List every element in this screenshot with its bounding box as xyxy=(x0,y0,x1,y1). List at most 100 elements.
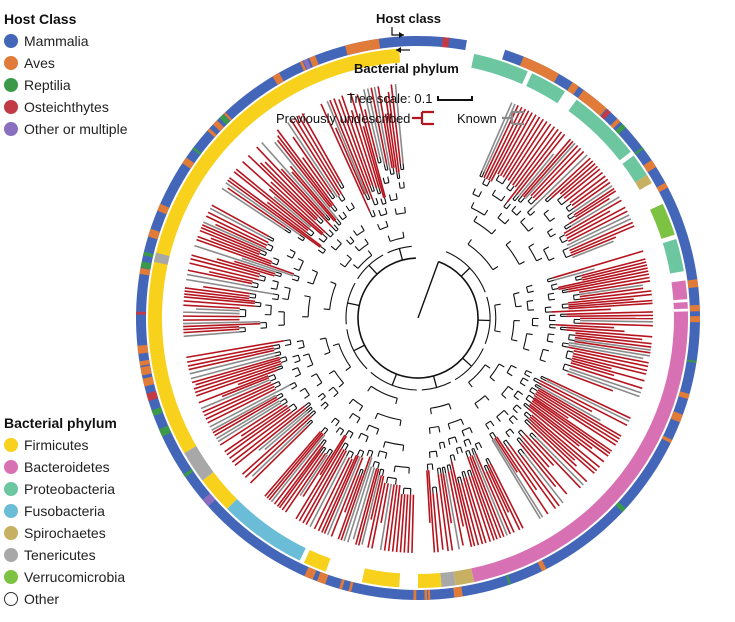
tree-internal-branch xyxy=(517,195,523,201)
tree-leaf-branch xyxy=(187,269,253,285)
tree-internal-branch xyxy=(348,413,354,419)
tree-leaf-branch xyxy=(521,436,550,468)
tree-leaf-branch xyxy=(568,298,634,306)
tree-leaf-branch xyxy=(411,494,415,553)
tree-leaf-branch xyxy=(320,103,371,212)
tree-leaf-branch xyxy=(321,454,358,533)
tree-leaf-branch xyxy=(298,447,343,522)
tree-internal-branch xyxy=(526,419,532,424)
host-ring-segment xyxy=(139,359,150,366)
tree-leaf-branch xyxy=(251,423,308,477)
tree-scale-bar xyxy=(437,96,473,101)
tree-internal-branch xyxy=(330,206,336,212)
host-ring-segment xyxy=(615,501,626,513)
tree-internal-branch xyxy=(299,387,306,392)
tree-internal-branch xyxy=(531,432,537,438)
tree-leaf-branch xyxy=(244,415,312,478)
tree-node-arc xyxy=(348,430,354,434)
phylum-ring-segment xyxy=(202,472,237,509)
tree-leaf-branch xyxy=(259,162,318,220)
tree-leaf-branch xyxy=(572,240,614,259)
tree-leaf-branch xyxy=(247,154,317,221)
tree-internal-branch xyxy=(565,254,572,259)
tree-node-arc xyxy=(494,305,497,331)
tree-internal-branch xyxy=(455,448,459,455)
host-ring-segment xyxy=(182,157,195,169)
tree-internal-branch xyxy=(270,378,277,382)
tree-clade-arc xyxy=(345,282,356,325)
tree-leaf-branch xyxy=(546,378,631,419)
tree-internal-branch xyxy=(485,459,489,466)
tree-node-arc xyxy=(512,293,517,307)
tree-clade-arc xyxy=(370,371,417,391)
tree-node-arc xyxy=(304,388,310,396)
tree-clade-branch xyxy=(353,344,365,352)
host-class-ring-label: Host class xyxy=(376,11,441,26)
phylum-ring-segment xyxy=(471,280,688,583)
tree-node-arc xyxy=(307,296,311,317)
host-ring-segment xyxy=(567,82,579,95)
tree-internal-branch xyxy=(526,284,533,288)
tree-internal-branch xyxy=(478,191,482,198)
tree-node-arc xyxy=(513,390,519,397)
tree-internal-branch xyxy=(274,274,281,278)
tree-internal-branch xyxy=(378,209,382,216)
tree-leaf-branch xyxy=(224,406,290,453)
tree-node-arc xyxy=(526,301,529,311)
tree-leaf-branch xyxy=(187,347,274,367)
tree-internal-branch xyxy=(483,465,488,472)
tree-internal-branch xyxy=(386,477,389,484)
tree-internal-branch xyxy=(443,442,446,449)
host-ring-segment xyxy=(309,55,319,68)
tree-internal-branch xyxy=(517,390,524,395)
tree-leaf-branch xyxy=(291,171,336,222)
tree-internal-branch xyxy=(428,427,431,434)
tree-node-arc xyxy=(312,272,319,285)
tree-internal-branch xyxy=(487,458,492,464)
host-ring-segment xyxy=(151,407,163,416)
tree-leaf-branch xyxy=(532,398,611,455)
tree-internal-branch xyxy=(382,177,386,184)
tree-leaf-branch xyxy=(216,258,275,277)
tree-leaf-branch xyxy=(496,436,549,515)
tree-leaf-branch xyxy=(338,99,371,187)
tree-internal-branch xyxy=(323,308,330,311)
tree-leaf-branch xyxy=(579,284,643,296)
tree-leaf-branch xyxy=(349,92,380,188)
tree-leaf-branch xyxy=(333,98,374,200)
tree-leaf-branch xyxy=(209,270,253,283)
tree-leaf-branch xyxy=(488,108,527,181)
tree-node-arc xyxy=(322,392,326,397)
tree-internal-branch xyxy=(546,197,553,203)
tree-leaf-branch xyxy=(194,362,282,394)
tree-clade-branch xyxy=(432,375,438,388)
tree-leaf-branch xyxy=(533,394,569,419)
tree-internal-branch xyxy=(564,363,571,367)
tree-leaf-branch xyxy=(183,320,261,325)
tree-node-arc xyxy=(505,428,511,433)
tree-internal-branch xyxy=(526,411,532,417)
tree-internal-branch xyxy=(293,274,300,278)
tree-internal-branch xyxy=(503,410,509,416)
tree-node-arc xyxy=(338,223,342,226)
tree-internal-branch xyxy=(518,437,524,443)
tree-leaf-branch xyxy=(531,154,588,209)
tree-leaf-branch xyxy=(568,341,651,357)
tree-leaf-branch xyxy=(276,445,324,507)
tree-leaf-branch xyxy=(242,161,324,235)
tree-internal-branch xyxy=(344,444,349,451)
tree-leaf-branch xyxy=(512,126,556,186)
tree-internal-branch xyxy=(331,226,337,232)
tree-leaf-branch xyxy=(527,408,601,468)
tree-leaf-branch xyxy=(189,352,275,375)
tree-internal-branch xyxy=(534,377,541,382)
tree-internal-branch xyxy=(486,180,491,187)
phylum-ring-segment xyxy=(568,99,631,161)
tree-node-arc xyxy=(328,218,331,221)
tree-leaf-branch xyxy=(191,254,261,275)
bacteroidetes-swatch-icon xyxy=(4,460,18,474)
host-ring-segment xyxy=(610,118,621,129)
tree-node-arc xyxy=(358,243,369,252)
tree-node-arc xyxy=(525,394,530,400)
tree-leaf-branch xyxy=(237,369,278,386)
